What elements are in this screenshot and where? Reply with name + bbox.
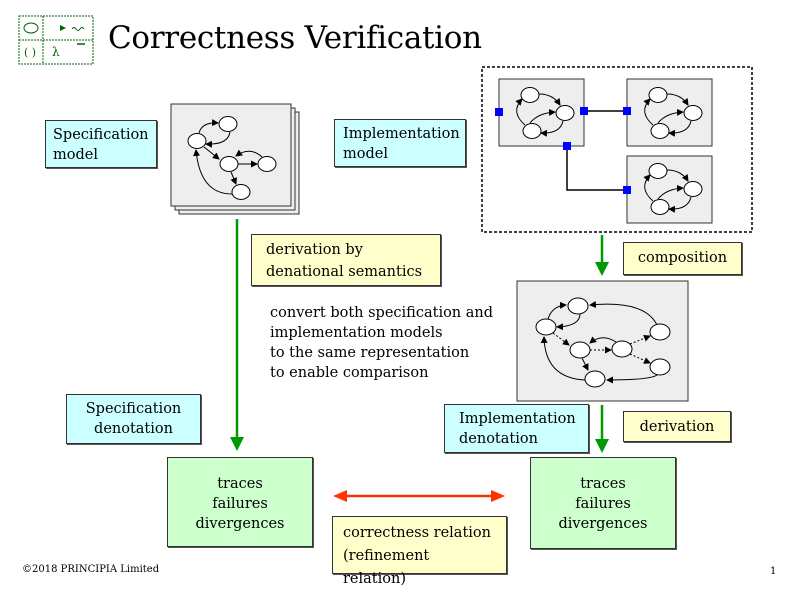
result-line: traces <box>217 476 263 492</box>
logo-lambda-icon: λ <box>52 45 60 59</box>
arrow-head <box>595 439 609 453</box>
label-line: Implementation <box>459 411 576 427</box>
state-node <box>584 370 606 388</box>
transition-edge <box>589 336 617 344</box>
label-line: Implementation <box>343 126 460 142</box>
logo-wave-icon <box>71 27 85 31</box>
state-node <box>257 156 277 172</box>
transition-edge <box>230 171 237 185</box>
arrow-head-left <box>333 490 347 502</box>
page-number: 1 <box>770 566 777 577</box>
label-line: Specification <box>85 401 182 417</box>
transition-edge <box>606 374 658 384</box>
note-line: to the same representation <box>270 345 470 361</box>
arrow-head-right <box>491 490 505 502</box>
port-square <box>623 107 631 115</box>
state-node <box>231 184 251 200</box>
result-line: divergences <box>558 516 648 532</box>
channel-line <box>566 146 624 191</box>
spec-model-label: Specification model <box>45 120 157 168</box>
transition-edge <box>547 301 567 320</box>
label-line: derivation by <box>266 242 363 258</box>
port-square <box>623 186 631 194</box>
composition-label: composition <box>623 242 742 275</box>
principia-logo: ( ) λ <box>18 15 94 65</box>
transition-edge <box>198 119 219 134</box>
label-line: (refinement relation) <box>343 548 430 587</box>
component-process <box>626 78 713 147</box>
spec-derivation-arrow <box>230 219 244 451</box>
label-line: model <box>343 146 388 162</box>
derivation-semantics-label: derivation by denational semantics <box>251 234 441 286</box>
state-node <box>218 116 238 132</box>
result-line: failures <box>212 496 268 512</box>
transition-edge <box>203 146 220 160</box>
transition-edge <box>581 357 589 371</box>
state-node <box>219 156 239 172</box>
transition-edge <box>235 149 263 158</box>
result-line: divergences <box>195 516 285 532</box>
component-process <box>498 78 585 147</box>
copyright-footer: ©2018 PRINCIPIA Limited <box>22 564 160 575</box>
label-line: denotation <box>459 431 538 447</box>
comparison-note: convert both specification and implement… <box>270 303 510 383</box>
impl-denotation-label: Implementation denotation <box>444 404 589 453</box>
logo-arrow-icon <box>60 25 66 31</box>
port-square <box>495 108 503 116</box>
transition-edge <box>540 336 586 381</box>
arrow-head <box>230 437 244 451</box>
label-line: model <box>53 147 98 163</box>
impl-derivation-arrow <box>595 405 609 453</box>
logo-ellipse-icon <box>23 22 39 34</box>
transition-edge <box>556 313 581 331</box>
composition-boundary <box>481 66 753 233</box>
logo-parens-icon: ( ) <box>24 46 36 59</box>
impl-model-label: Implementation model <box>334 119 466 167</box>
label-line: denotation <box>94 421 173 437</box>
transition-edge <box>205 131 231 148</box>
note-line: to enable comparison <box>270 365 429 381</box>
spec-result-box: traces failures divergences <box>167 457 313 547</box>
state-node <box>649 323 671 341</box>
state-node <box>611 340 633 358</box>
impl-flat-diagram <box>516 280 689 402</box>
transition-edge <box>589 300 658 326</box>
component-process <box>626 155 713 224</box>
state-node <box>535 318 557 336</box>
state-node <box>567 297 589 315</box>
state-node <box>187 133 207 149</box>
transition-edge <box>552 332 570 346</box>
transition-edge <box>629 334 651 345</box>
derivation-label: derivation <box>623 411 731 442</box>
arrow-head <box>595 262 609 276</box>
correctness-relation-arrow <box>333 490 505 502</box>
state-node <box>569 341 591 359</box>
spec-model-diagram <box>170 103 300 215</box>
label-line: denational semantics <box>266 264 423 280</box>
result-line: failures <box>575 496 631 512</box>
correctness-relation-label: correctness relation (refinement relatio… <box>332 516 507 587</box>
page-title: Correctness Verification <box>108 20 482 56</box>
composition-arrow <box>595 235 609 276</box>
note-line: convert both specification and <box>270 305 494 321</box>
label-line: Specification <box>53 127 149 143</box>
label-line: correctness relation <box>343 525 491 541</box>
impl-result-box: traces failures divergences <box>530 457 676 549</box>
result-line: traces <box>580 476 626 492</box>
state-node <box>649 358 671 376</box>
port-square <box>580 107 588 115</box>
impl-model-diagram <box>481 66 753 233</box>
spec-denotation-label: Specification denotation <box>66 394 201 444</box>
port-square <box>563 142 571 150</box>
note-line: implementation models <box>270 325 443 341</box>
transition-edge <box>193 149 233 195</box>
